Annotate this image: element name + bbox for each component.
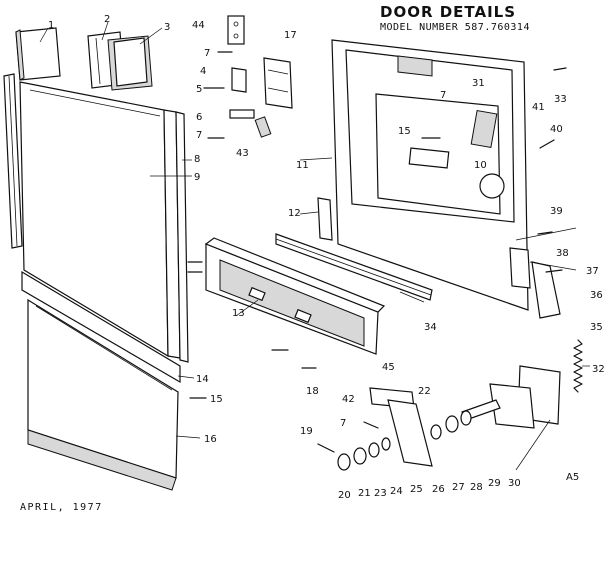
label-part-18: 18 [306,386,319,397]
model-number: MODEL NUMBER 587.760314 [380,22,530,33]
part-13-control-channel [204,237,386,355]
part-44-bracket [227,15,245,45]
label-part-19: 19 [300,426,313,437]
label-part-13: 13 [232,308,245,319]
label-part-7b: 7 [196,130,202,141]
label-part-42: 42 [342,394,355,405]
label-part-36: 36 [590,290,603,301]
label-part-16: 16 [204,434,217,445]
label-part-28: 28 [470,482,483,493]
label-part-32: 32 [592,364,605,375]
part-labels: 1 2 3 44 17 7 4 5 6 7 43 31 7 15 10 41 3… [48,14,605,501]
part-25-latch-plate [387,399,433,467]
part-4-bracket [231,67,247,93]
washers-26-28 [430,410,472,440]
label-part-21: 21 [358,488,371,499]
part-8-trim [175,111,189,363]
label-part-22: 22 [418,386,431,397]
hinge-assembly-top [263,57,293,109]
part-6-clip [229,109,255,119]
label-part-15b: 15 [210,394,223,405]
label-part-38: 38 [556,248,569,259]
label-part-31: 31 [472,78,485,89]
label-part-37: 37 [586,266,599,277]
label-part-6: 6 [196,112,202,123]
label-part-7c: 7 [440,90,446,101]
label-part-7: 7 [204,48,210,59]
label-part-4: 4 [200,66,206,77]
label-part-3: 3 [164,22,170,33]
part-32-spring [573,339,583,393]
part-38-hinge [509,247,531,289]
label-part-29: 29 [488,478,501,489]
parts-20-24-fasteners [337,437,391,471]
label-part-33: 33 [554,94,567,105]
part-16-lower-panel [27,298,179,491]
part-34-bar [275,233,433,301]
part-9-door-panel [19,81,181,359]
label-part-24: 24 [390,486,403,497]
label-part-26: 26 [432,484,445,495]
diagram-code: A5 [566,472,579,483]
label-part-14: 14 [196,374,209,385]
label-part-45: 45 [382,362,395,373]
part-30-housing [489,365,561,429]
label-part-1: 1 [48,20,54,31]
label-part-5: 5 [196,84,202,95]
label-part-43: 43 [236,148,249,159]
label-part-2: 2 [104,14,110,25]
part-1-panel [15,27,61,81]
label-part-12: 12 [288,208,301,219]
leader-lines [39,21,590,471]
label-part-7d: 7 [340,418,346,429]
diagram-title: DOOR DETAILS [380,3,516,21]
label-part-23: 23 [374,488,387,499]
label-part-20: 20 [338,490,351,501]
part-43-bumper [254,116,272,138]
label-part-34: 34 [424,322,437,333]
label-part-44: 44 [192,20,205,31]
label-part-17: 17 [284,30,297,41]
label-part-9: 9 [194,172,200,183]
label-part-30: 30 [508,478,521,489]
part-17-door-frame [331,39,529,311]
part-3-panel [107,35,153,91]
part-11-side-trim [3,73,23,249]
label-part-8: 8 [194,154,200,165]
screws [187,51,567,453]
label-part-10: 10 [474,160,487,171]
label-part-41: 41 [532,102,545,113]
revision-date: APRIL, 1977 [20,502,103,513]
label-part-35: 35 [590,322,603,333]
label-part-25: 25 [410,484,423,495]
label-part-40: 40 [550,124,563,135]
label-part-39: 39 [550,206,563,217]
label-part-27: 27 [452,482,465,493]
part-14-trim [21,270,181,384]
label-part-11: 11 [296,160,309,171]
part-12-hinge [317,197,333,241]
label-part-15: 15 [398,126,411,137]
